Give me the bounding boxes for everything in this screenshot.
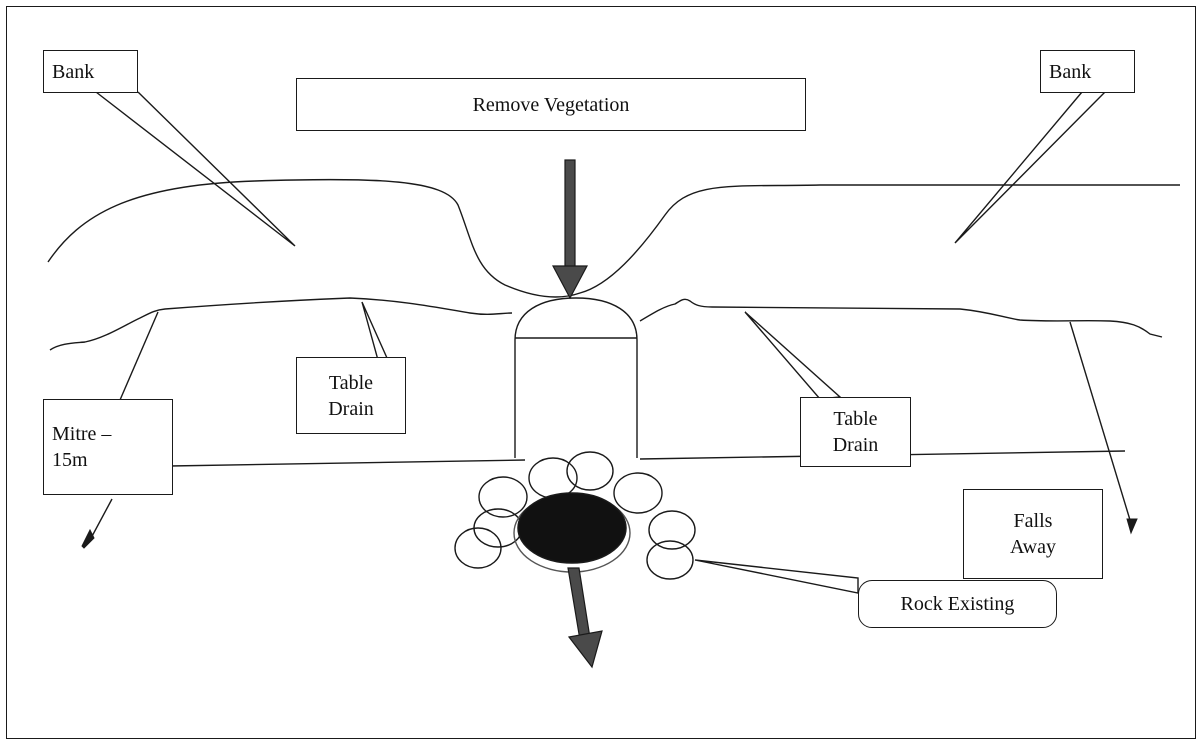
rock-existing-label: Rock Existing (858, 580, 1057, 628)
rock (566, 451, 614, 491)
rock (478, 476, 528, 518)
bank-profile (47, 178, 1180, 298)
rock (646, 540, 694, 580)
table-drain-left-label: Table Drain (296, 357, 406, 434)
mitre-extension (89, 498, 113, 541)
remove-vegetation-label: Remove Vegetation (296, 78, 806, 131)
table-drain-right-label: Table Drain (800, 397, 911, 467)
road-edge-left (49, 297, 513, 351)
down-arrow-head (552, 265, 588, 300)
bank-right-leader (954, 91, 1106, 244)
table-drain-left-leader (361, 301, 388, 361)
rock (613, 472, 663, 514)
bank-left-label: Bank (43, 50, 138, 93)
rock (528, 457, 578, 499)
outlet-arrow-head (567, 630, 603, 669)
lower-road-edge-left (169, 459, 526, 467)
rock (454, 527, 502, 569)
table-drain-right-leader (744, 311, 842, 400)
mitre-leader (119, 311, 159, 401)
rock-existing-leader (694, 559, 859, 594)
falls-away-label: Falls Away (963, 489, 1103, 579)
culvert-pipe (514, 297, 638, 458)
mitre-label: Mitre – 15m (43, 399, 173, 495)
outlet-arrow-shaft (567, 567, 591, 641)
culvert-outlet (517, 492, 627, 564)
falls-away-arrow-head (1126, 518, 1138, 535)
rock (648, 510, 696, 550)
down-arrow-shaft (564, 159, 576, 269)
bank-right-label: Bank (1040, 50, 1135, 93)
bank-left-leader (95, 91, 296, 247)
falls-away-leader (1069, 321, 1131, 521)
mitre-arrow-head (81, 528, 95, 549)
road-edge-right (639, 298, 1163, 338)
